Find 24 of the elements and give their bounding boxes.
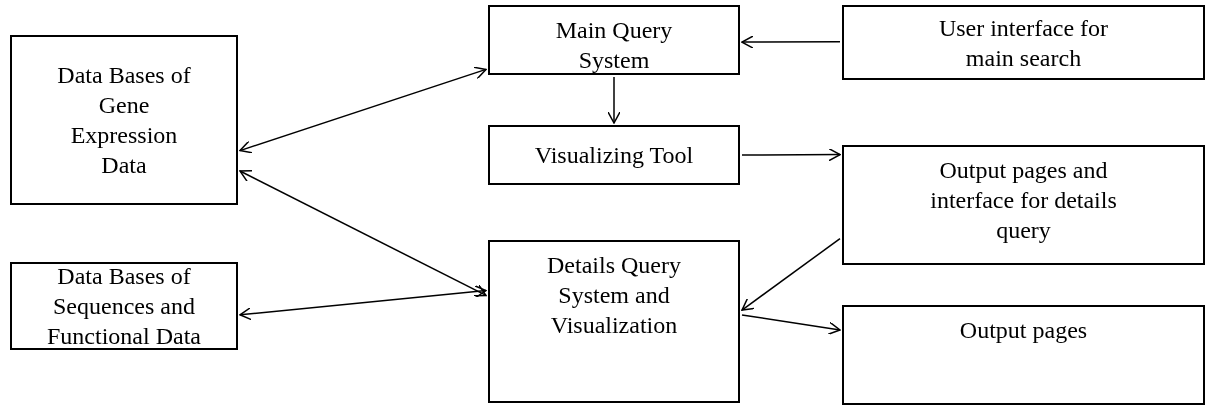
arrow xyxy=(239,284,487,321)
arrow xyxy=(239,66,487,154)
box-label: Details Query System and Visualization xyxy=(546,251,682,340)
process-box xyxy=(488,125,740,185)
arrow xyxy=(741,147,841,162)
arrow xyxy=(607,76,621,124)
process-box xyxy=(842,145,1205,265)
arrow xyxy=(741,237,841,311)
box-label: Main Query System xyxy=(554,16,674,75)
box-label: User interface for main search xyxy=(937,13,1110,73)
process-box xyxy=(10,262,238,350)
box-label: Output pages xyxy=(959,316,1088,345)
process-box xyxy=(842,305,1205,405)
box-label: Output pages and interface for details query xyxy=(929,156,1118,245)
process-box xyxy=(842,5,1205,80)
process-box xyxy=(488,5,740,75)
arrow xyxy=(239,169,487,297)
process-box xyxy=(488,240,740,403)
box-label: Data Bases of Sequences and Functional Data xyxy=(46,262,202,351)
box-label: Data Bases of Gene Expression Data xyxy=(56,61,192,180)
arrow xyxy=(741,314,841,335)
box-label: Visualizing Tool xyxy=(534,141,694,170)
process-box xyxy=(10,35,238,205)
arrow xyxy=(741,35,841,49)
